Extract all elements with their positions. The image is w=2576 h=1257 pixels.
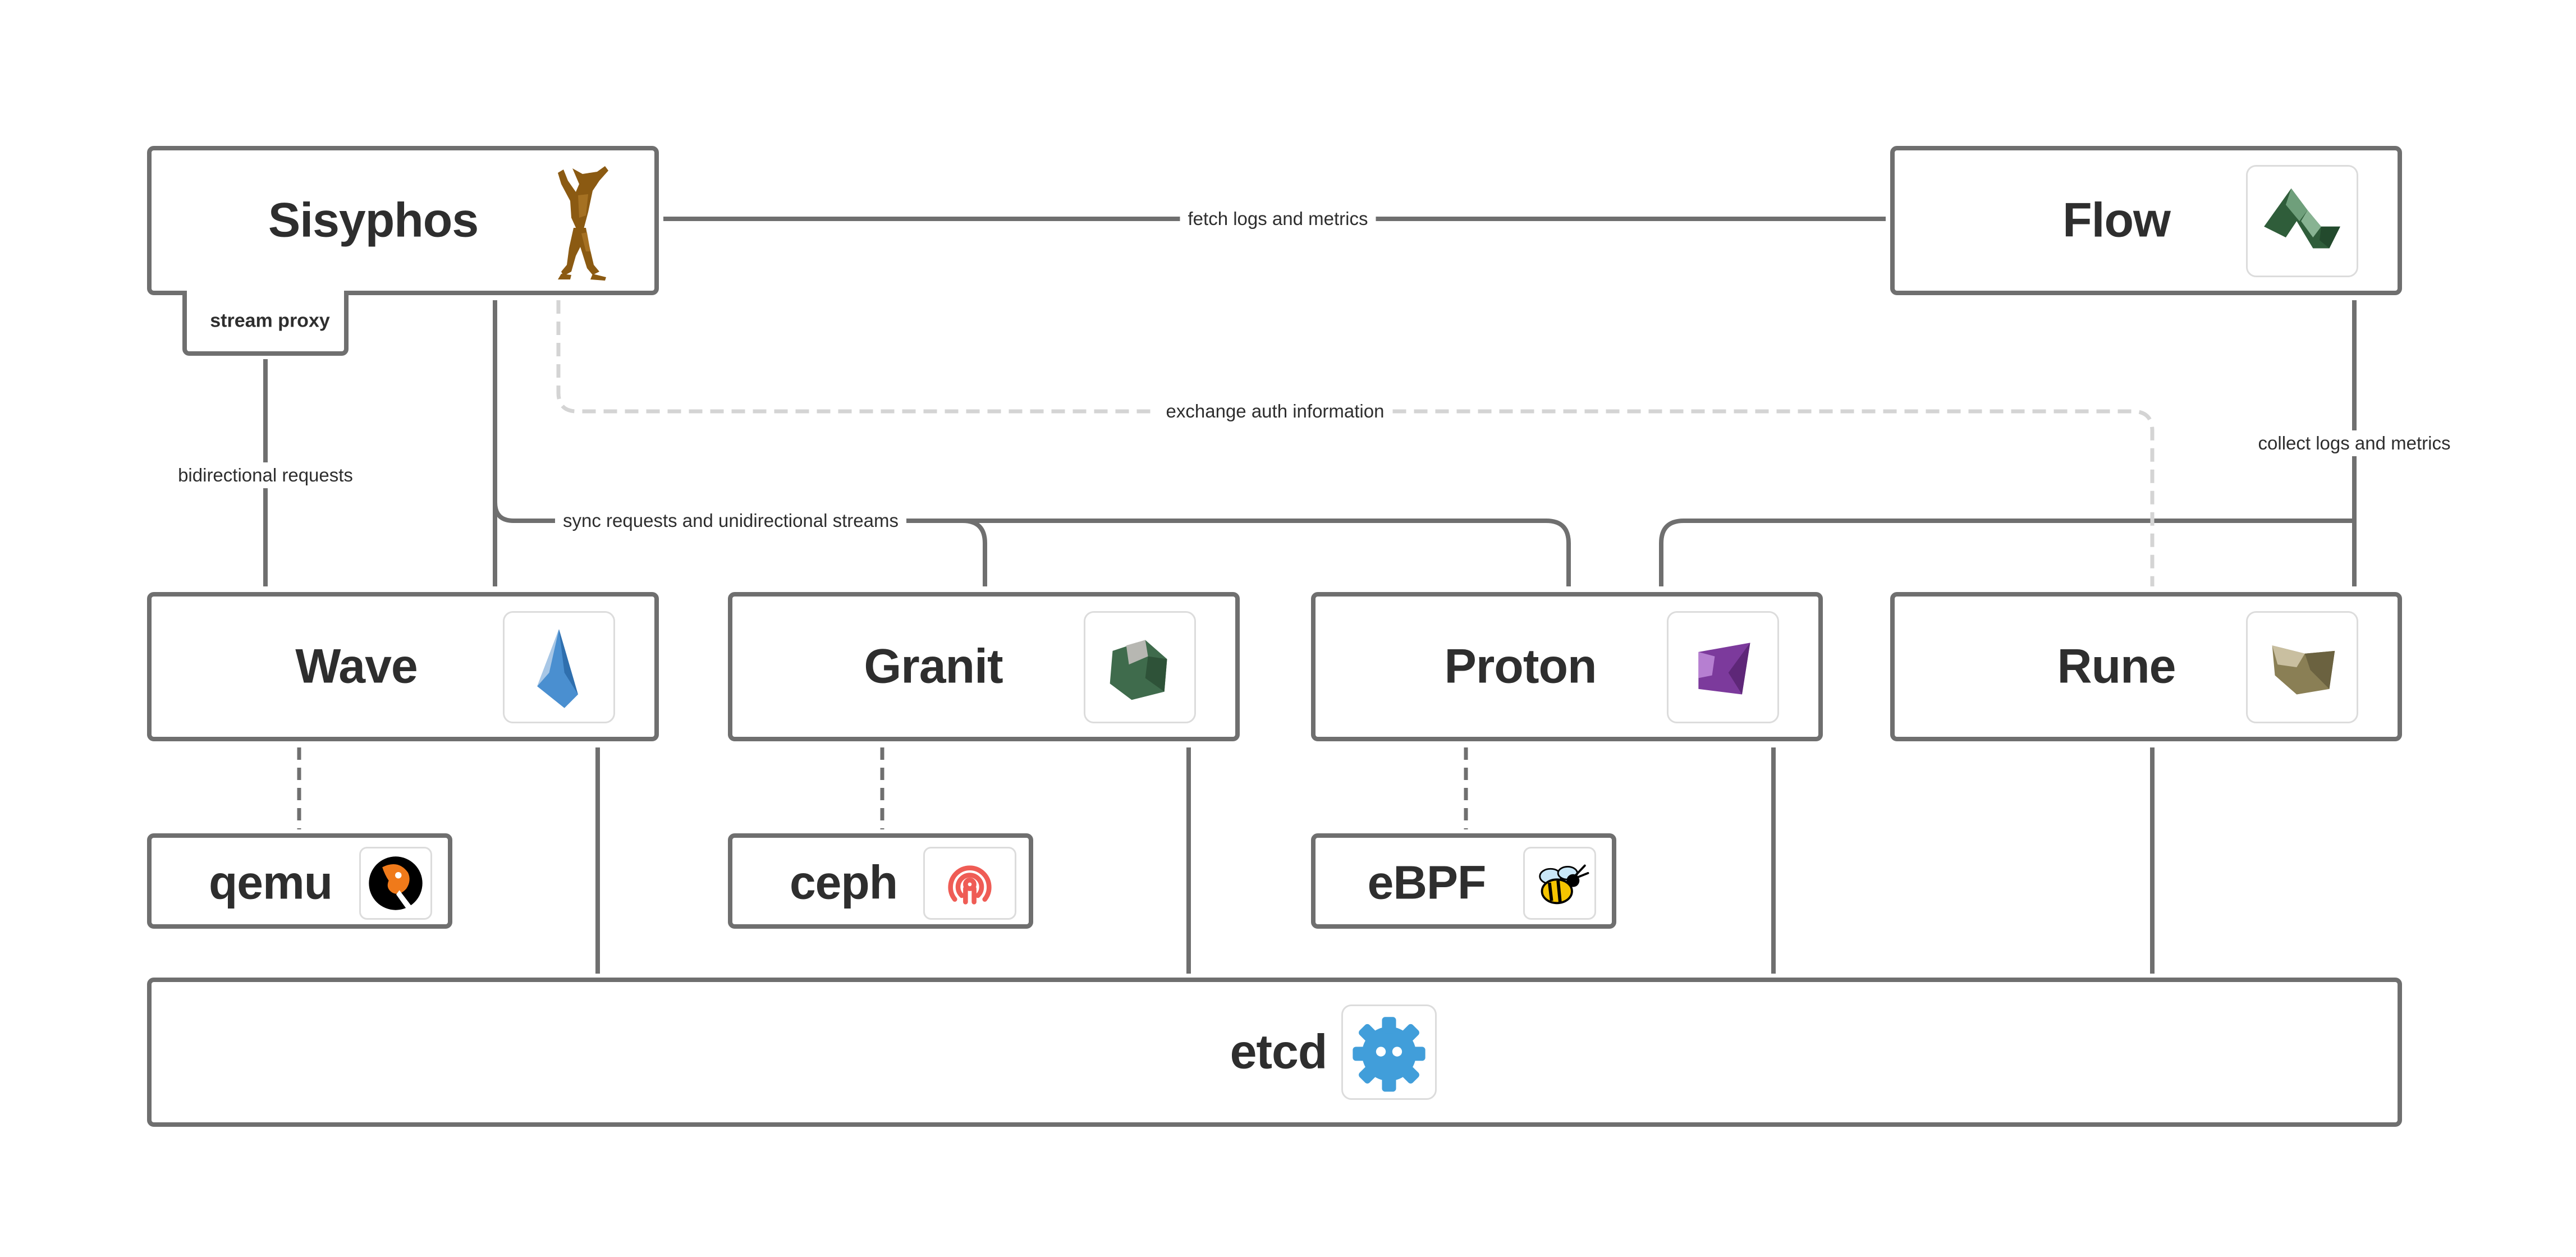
edge-label-collect-logs: collect logs and metrics bbox=[2250, 430, 2459, 456]
node-ceph-label: ceph bbox=[789, 856, 898, 909]
node-flow-label: Flow bbox=[2062, 193, 2171, 247]
node-granit-label: Granit bbox=[864, 639, 1003, 694]
node-flow: Flow bbox=[1890, 146, 2402, 295]
node-ebpf: eBPF bbox=[1311, 833, 1616, 929]
qemu-logo-icon bbox=[359, 847, 432, 920]
node-granit: Granit bbox=[728, 592, 1240, 741]
edge-collect-proton bbox=[1659, 519, 2354, 586]
edge-label-sync-requests: sync requests and unidirectional streams bbox=[555, 508, 906, 534]
node-ebpf-label: eBPF bbox=[1367, 856, 1487, 909]
edge-sync-granit bbox=[962, 519, 987, 586]
node-proton: Proton bbox=[1311, 592, 1823, 741]
node-etcd: etcd bbox=[147, 978, 2402, 1127]
node-wave: Wave bbox=[147, 592, 659, 741]
node-qemu: qemu bbox=[147, 833, 452, 929]
ebpf-bee-icon bbox=[1523, 847, 1596, 920]
node-stream-proxy: stream proxy bbox=[182, 291, 349, 356]
node-sisyphos-label: Sisyphos bbox=[268, 193, 479, 247]
proton-gem-icon bbox=[1667, 611, 1779, 723]
edge-label-exchange-auth: exchange auth information bbox=[1158, 398, 1392, 424]
node-ceph: ceph bbox=[728, 833, 1033, 929]
node-sisyphos: Sisyphos bbox=[147, 146, 659, 295]
node-proton-label: Proton bbox=[1444, 639, 1597, 694]
flow-logo-icon bbox=[2246, 165, 2358, 277]
edge-exchange-auth bbox=[556, 300, 2155, 586]
sisyphus-statue-icon bbox=[539, 162, 623, 285]
wave-crystal-icon bbox=[503, 611, 615, 723]
edge-label-bidirectional: bidirectional requests bbox=[170, 462, 361, 488]
node-rune: Rune bbox=[1890, 592, 2402, 741]
node-rune-label: Rune bbox=[2057, 639, 2176, 694]
edge-label-fetch-logs: fetch logs and metrics bbox=[1180, 206, 1376, 232]
edge-sync-requests bbox=[493, 300, 1571, 586]
node-stream-proxy-label: stream proxy bbox=[210, 310, 330, 332]
node-qemu-label: qemu bbox=[208, 856, 333, 909]
etcd-logo-icon bbox=[1341, 1004, 1437, 1100]
rune-stone-icon bbox=[2246, 611, 2358, 723]
ceph-logo-icon bbox=[923, 847, 1016, 920]
granite-rock-icon bbox=[1084, 611, 1196, 723]
node-etcd-label: etcd bbox=[1230, 1025, 1328, 1079]
node-wave-label: Wave bbox=[295, 639, 418, 694]
